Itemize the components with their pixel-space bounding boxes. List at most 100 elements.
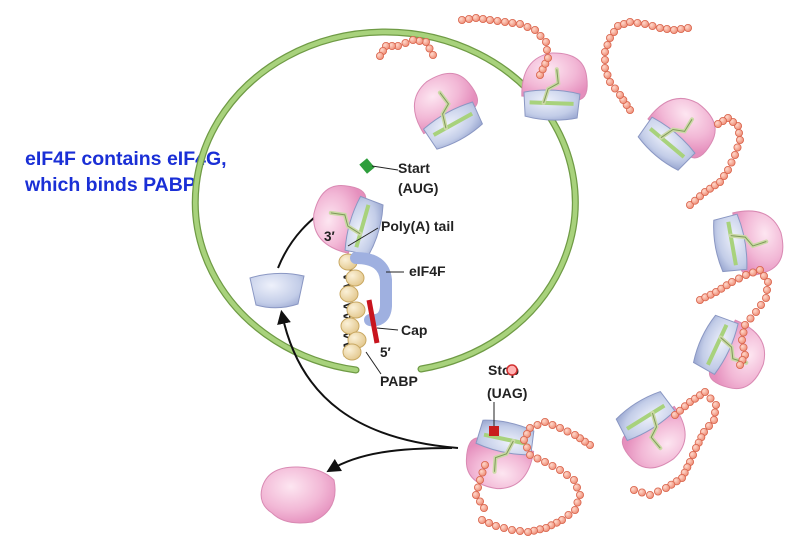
peptide-chain-7 xyxy=(477,417,595,537)
amino-acid-bead xyxy=(677,24,686,33)
mrna-segment xyxy=(625,403,666,431)
five-prime-label: 5′ xyxy=(380,345,391,360)
amino-acid-bead xyxy=(670,25,679,34)
amino-acid-bead xyxy=(556,465,565,474)
amino-acid-bead xyxy=(689,450,698,459)
amino-acid-bead xyxy=(641,19,650,28)
stop-codon-label: (UAG) xyxy=(487,385,527,401)
amino-acid-bead xyxy=(742,270,751,279)
stop-sign-icon xyxy=(506,364,518,376)
amino-acid-bead xyxy=(757,300,766,309)
amino-acid-bead xyxy=(477,516,486,525)
amino-acid-bead xyxy=(686,200,695,209)
trna-outline xyxy=(494,440,514,472)
amino-acid-bead xyxy=(764,277,773,286)
amino-acid-bead xyxy=(516,527,525,536)
amino-acid-bead xyxy=(728,277,737,286)
amino-acid-bead xyxy=(671,410,680,419)
amino-acid-bead xyxy=(520,435,529,444)
amino-acid-bead xyxy=(712,400,721,409)
mrna-segment xyxy=(432,111,474,137)
ribosome-start xyxy=(313,185,384,256)
amino-acid-bead xyxy=(706,394,715,403)
free-large-subunit xyxy=(260,466,336,524)
pabp-cluster xyxy=(338,253,367,361)
amino-acid-bead xyxy=(541,457,550,466)
amino-acid-bead xyxy=(507,526,516,535)
amino-acid-bead xyxy=(606,78,615,87)
amino-acid-bead xyxy=(573,498,582,507)
amino-acid-bead xyxy=(542,38,551,47)
amino-acid-bead xyxy=(491,522,500,531)
amino-acid-bead xyxy=(563,470,572,479)
amino-acid-bead xyxy=(533,420,542,429)
amino-acid-bead xyxy=(493,16,502,25)
amino-acid-bead xyxy=(603,41,612,50)
amino-acid-bead xyxy=(464,14,473,23)
amino-acid-bead xyxy=(711,408,720,417)
amino-acid-bead xyxy=(526,450,535,459)
amino-acid-bead xyxy=(741,320,750,329)
amino-acid-bead xyxy=(696,192,705,201)
amino-acid-bead xyxy=(756,265,765,274)
amino-acid-bead xyxy=(576,490,585,499)
amino-acid-bead xyxy=(610,27,619,36)
mrna-strand xyxy=(191,28,579,374)
amino-acid-bead xyxy=(681,402,690,411)
eif4f-label: eIF4F xyxy=(409,263,446,279)
amino-acid-bead xyxy=(692,443,701,452)
ribosome-7 xyxy=(615,390,686,469)
amino-acid-bead xyxy=(475,475,484,484)
amino-acid-bead xyxy=(760,271,769,280)
amino-acid-bead xyxy=(738,335,747,344)
free-small-subunit xyxy=(249,272,305,309)
amino-acid-bead xyxy=(684,23,693,32)
ribosome-5 xyxy=(713,210,784,276)
amino-acid-bead xyxy=(646,490,655,499)
amino-acid-bead xyxy=(485,15,494,24)
amino-acid-bead xyxy=(762,293,771,302)
start-codon-label: (AUG) xyxy=(398,180,438,196)
amino-acid-bead xyxy=(705,421,714,430)
start-leader-line xyxy=(371,165,399,171)
amino-acid-bead xyxy=(536,32,545,41)
amino-acid-bead xyxy=(471,490,480,499)
amino-acid-bead xyxy=(375,52,384,61)
mrna-segment xyxy=(483,432,528,446)
amino-acid-bead xyxy=(606,34,615,43)
cap-structure xyxy=(366,299,380,344)
large-subunit xyxy=(521,52,588,101)
amino-acid-bead xyxy=(603,71,612,80)
large-subunit xyxy=(708,319,766,390)
amino-acid-bead xyxy=(714,120,723,129)
amino-acid-bead xyxy=(548,461,557,470)
amino-acid-bead xyxy=(710,415,719,424)
amino-acid-bead xyxy=(480,460,489,469)
caption-line-2: which binds PABP xyxy=(25,174,196,196)
amino-acid-bead xyxy=(473,483,482,492)
amino-acid-bead xyxy=(563,427,572,436)
arrow-from-termination xyxy=(277,309,459,449)
trna-outline xyxy=(730,235,767,247)
amino-acid-bead xyxy=(736,135,745,144)
amino-acid-bead xyxy=(571,430,580,439)
amino-acid-bead xyxy=(401,39,410,48)
eif4f-complex xyxy=(350,252,392,327)
amino-acid-bead xyxy=(573,483,582,492)
poly-a-leader-line xyxy=(347,227,379,247)
amino-acid-bead xyxy=(716,177,725,186)
amino-acid-bead xyxy=(616,91,625,100)
amino-acid-bead xyxy=(752,307,761,316)
amino-acid-bead xyxy=(601,64,610,73)
amino-acid-bead xyxy=(541,417,550,426)
amino-acid-bead xyxy=(479,503,488,512)
peptide-chain-2 xyxy=(457,13,553,80)
ribosome-6 xyxy=(692,314,766,390)
pabp-label: PABP xyxy=(380,373,418,389)
amino-acid-bead xyxy=(478,14,487,23)
poly-a-tail-label: Poly(A) tail xyxy=(381,218,454,234)
trna-outline xyxy=(660,119,693,139)
amino-acid-bead xyxy=(548,420,557,429)
three-prime-label: 3′ xyxy=(324,229,335,244)
